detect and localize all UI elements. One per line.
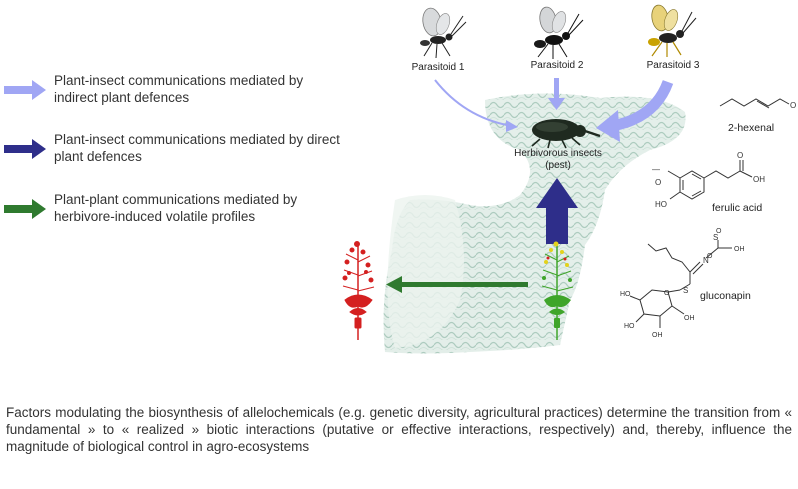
svg-text:S: S	[683, 286, 688, 295]
svg-text:OH: OH	[652, 332, 663, 339]
pest-beetle-icon	[531, 119, 601, 149]
legend-label-indirect: Plant-insect communications mediated by …	[54, 73, 304, 105]
legend-label-plant-plant: Plant-plant communications mediated by h…	[54, 192, 298, 224]
legend-label-direct: Plant-insect communications mediated by …	[54, 132, 340, 164]
legend-item-plant-plant: Plant-plant communications mediated by h…	[4, 191, 344, 227]
caption: Factors modulating the biosynthesis of a…	[6, 405, 792, 454]
parasitoid-3-wasp-icon	[648, 4, 697, 57]
svg-text:—: —	[652, 165, 660, 174]
svg-text:HO: HO	[620, 291, 631, 298]
parasitoid-3-label: Parasitoid 3	[646, 60, 700, 71]
pest-label-line2: (pest)	[545, 160, 571, 171]
parasitoid-1-label: Parasitoid 1	[411, 62, 465, 73]
arrow-parasitoid-2-to-pest	[548, 78, 565, 110]
gluconapin-structure: N O S OH O S HO HO OH OH O	[620, 228, 745, 339]
svg-text:O: O	[707, 253, 713, 260]
svg-text:OH: OH	[684, 315, 695, 322]
plant-red-icon	[342, 241, 375, 340]
hexenal-structure: O	[719, 98, 796, 110]
hexenal-label: 2-hexenal	[728, 122, 775, 134]
parasitoid-2-wasp-icon	[534, 6, 584, 59]
svg-text:O: O	[664, 290, 670, 297]
arrow-parasitoid-3-to-pest	[596, 79, 674, 142]
svg-text:OH: OH	[734, 246, 745, 253]
plant-green-icon	[541, 241, 574, 340]
svg-text:OH: OH	[753, 175, 765, 184]
ferulic-acid-structure: O — HO O OH	[652, 151, 765, 209]
svg-text:N: N	[703, 256, 709, 265]
svg-text:O: O	[655, 178, 661, 187]
ferulic-acid-label: ferulic acid	[712, 202, 763, 214]
arrow-parasitoid-1-to-pest	[434, 79, 518, 132]
pest-label: Herbivorous insects (pest)	[500, 148, 616, 172]
arrow-dark-blue-icon	[4, 139, 46, 159]
svg-text:O: O	[790, 101, 796, 110]
parasitoid-2-label: Parasitoid 2	[530, 60, 584, 71]
svg-text:HO: HO	[655, 200, 667, 209]
parasitoid-1-wasp-icon	[420, 7, 467, 59]
interaction-diagram: O O — HO O OH N O S OH O	[342, 4, 796, 354]
gluconapin-label: gluconapin	[700, 290, 751, 302]
svg-text:S: S	[713, 233, 718, 242]
arrow-plant-to-plant	[386, 276, 528, 293]
svg-text:O: O	[716, 228, 722, 235]
arrow-light-blue-icon	[4, 80, 46, 100]
arrow-plant-to-pest-direct	[536, 178, 578, 244]
svg-text:HO: HO	[624, 323, 635, 330]
legend-item-direct: Plant-insect communications mediated by …	[4, 131, 344, 167]
volatile-cloud	[383, 93, 686, 354]
arrow-green-icon	[4, 199, 46, 219]
legend-item-indirect: Plant-insect communications mediated by …	[4, 72, 344, 108]
svg-text:O: O	[737, 151, 743, 160]
pest-label-line1: Herbivorous insects	[514, 148, 602, 159]
